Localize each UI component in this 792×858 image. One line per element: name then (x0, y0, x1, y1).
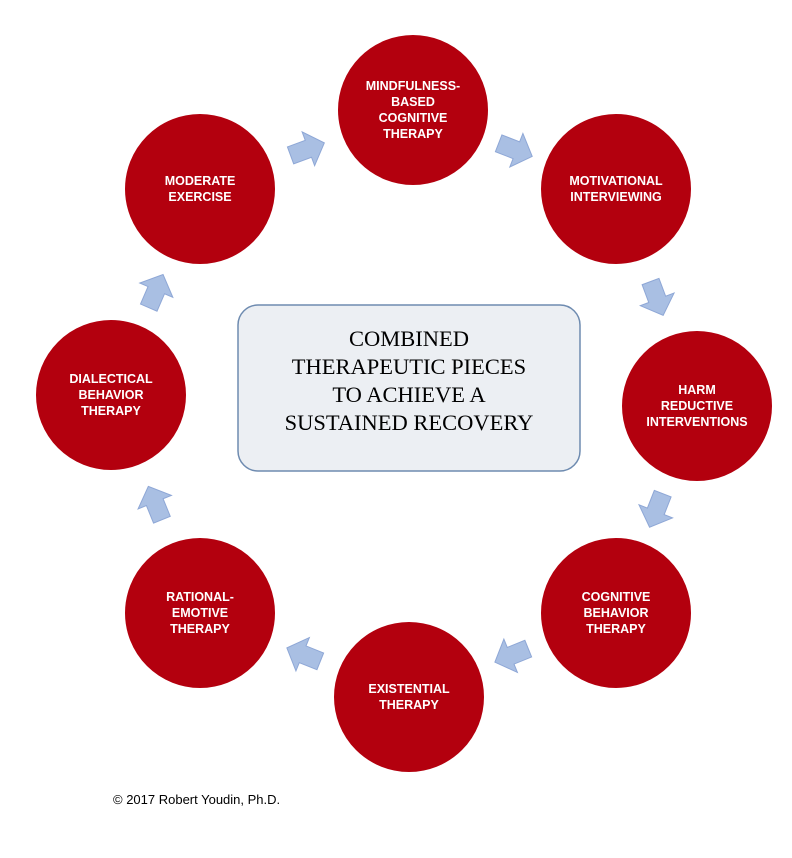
node-label-line: EXISTENTIAL (368, 682, 450, 696)
node-circle (332, 620, 486, 774)
node-label-line: THERAPY (379, 698, 439, 712)
node-label-line: THERAPY (170, 622, 230, 636)
flow-arrow (138, 273, 174, 312)
node-circle (539, 536, 693, 690)
node-label-line: EMOTIVE (172, 606, 228, 620)
flow-arrow (494, 132, 533, 168)
node-label-line: RATIONAL- (166, 590, 234, 604)
node-label-line: BASED (391, 95, 435, 109)
center-box: COMBINED THERAPEUTIC PIECES TO ACHIEVE A… (237, 304, 581, 472)
node-label-line: INTERVENTIONS (646, 415, 747, 429)
node-label-line: DIALECTICAL (69, 372, 153, 386)
node-existential-therapy: EXISTENTIAL THERAPY (332, 620, 486, 774)
node-label-line: THERAPY (383, 127, 443, 141)
flow-arrow (638, 277, 676, 316)
node-harm-reductive-interventions: HARM REDUCTIVE INTERVENTIONS (620, 329, 774, 483)
node-label-line: MOTIVATIONAL (569, 174, 663, 188)
node-circle (539, 112, 693, 266)
copyright-notice: © 2017 Robert Youdin, Ph.D. (113, 792, 281, 807)
node-moderate-exercise: MODERATE EXERCISE (123, 112, 277, 266)
node-label-line: BEHAVIOR (78, 388, 143, 402)
node-dialectical-behavior-therapy: DIALECTICAL BEHAVIOR THERAPY (34, 318, 188, 472)
node-circle (336, 33, 490, 187)
node-label-line: COGNITIVE (379, 111, 448, 125)
flow-arrow (286, 130, 325, 168)
node-circle (123, 536, 277, 690)
node-mindfulness-based-cognitive-therapy: MINDFULNESS- BASED COGNITIVE THERAPY (336, 33, 490, 187)
node-circle (34, 318, 188, 472)
node-label-line: THERAPY (586, 622, 646, 636)
node-label-line: MINDFULNESS- (366, 79, 460, 93)
flow-arrow (494, 637, 533, 674)
node-label-line: HARM (678, 383, 716, 397)
flow-arrow (638, 489, 674, 528)
center-title-line-4: SUSTAINED RECOVERY (285, 410, 534, 435)
flow-arrows (137, 130, 676, 674)
node-label-line: BEHAVIOR (583, 606, 648, 620)
therapy-nodes: MINDFULNESS- BASED COGNITIVE THERAPY MOTIVAT… (34, 33, 774, 774)
node-label-line: EXERCISE (168, 190, 231, 204)
node-cognitive-behavior-therapy: COGNITIVE BEHAVIOR THERAPY (539, 536, 693, 690)
node-label-line: MODERATE (165, 174, 236, 188)
node-motivational-interviewing: MOTIVATIONAL INTERVIEWING (539, 112, 693, 266)
flow-arrow (137, 485, 173, 524)
flow-arrow (286, 636, 325, 673)
node-label-line: INTERVIEWING (570, 190, 661, 204)
node-label-line: COGNITIVE (582, 590, 651, 604)
node-rational-emotive-therapy: RATIONAL- EMOTIVE THERAPY (123, 536, 277, 690)
node-circle (620, 329, 774, 483)
center-title-line-1: COMBINED (349, 326, 469, 351)
center-title-line-3: TO ACHIEVE A (332, 382, 486, 407)
node-label-line: REDUCTIVE (661, 399, 733, 413)
node-circle (123, 112, 277, 266)
center-title-line-2: THERAPEUTIC PIECES (292, 354, 526, 379)
node-label-line: THERAPY (81, 404, 141, 418)
